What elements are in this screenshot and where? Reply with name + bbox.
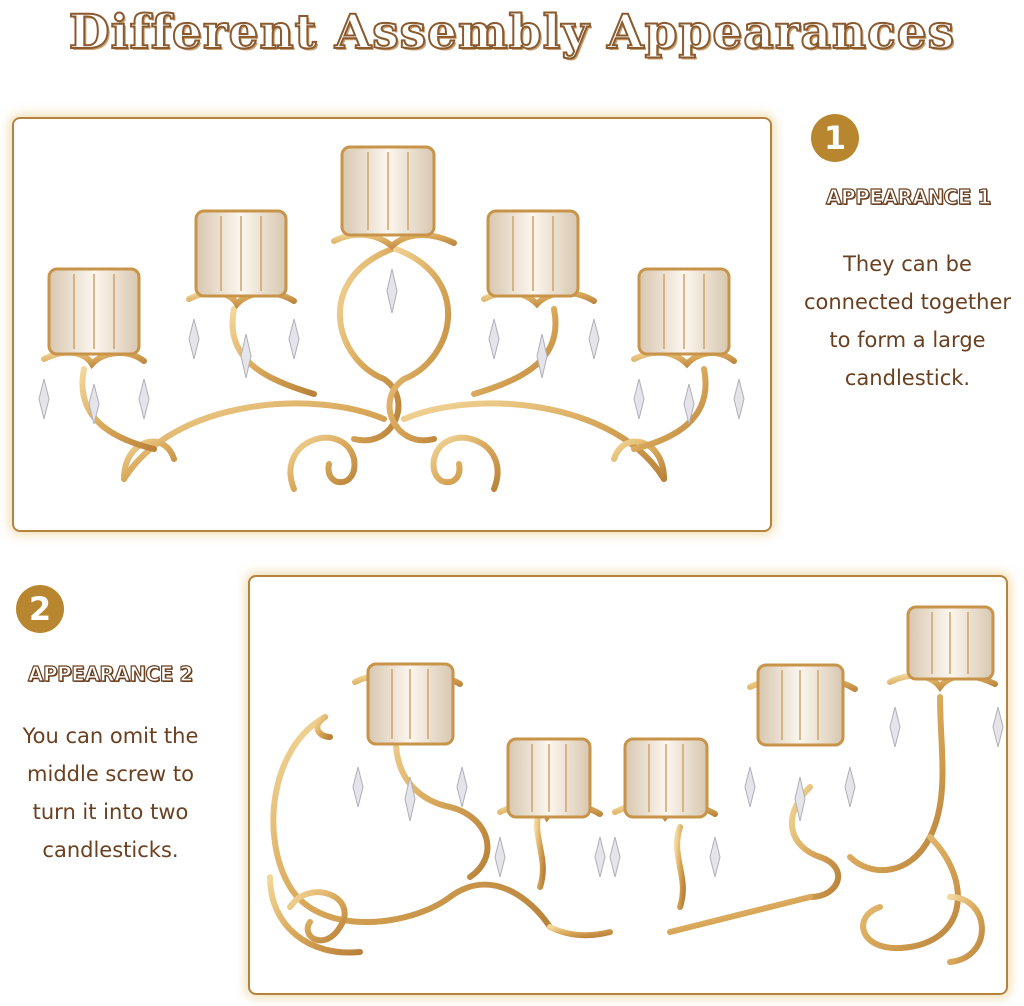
appearance-2-line: middle screw to <box>27 762 194 786</box>
appearance-1-line: candlestick. <box>844 366 971 390</box>
appearance-1-line: to form a large <box>829 328 986 352</box>
appearance-1-label: APPEARANCE 1 <box>825 184 991 209</box>
appearance-2-label: APPEARANCE 2 <box>27 661 193 686</box>
two-candelabras-illustration <box>267 605 1004 965</box>
page-title: Different Assembly Appearances <box>68 4 956 61</box>
appearance-1-line: connected together <box>803 290 1012 314</box>
five-arm-candelabra-illustration <box>38 145 745 492</box>
appearance-1-image-panel <box>12 117 772 532</box>
appearance-1-description: They can be connected together to form a… <box>795 245 1020 397</box>
appearance-2-description: You can omit the middle screw to turn it… <box>8 717 213 869</box>
appearance-2-line: turn it into two <box>32 800 189 824</box>
appearance-1-number-badge: 1 <box>811 114 859 162</box>
appearance-1-line: They can be <box>843 252 972 276</box>
appearance-2-line: candlesticks. <box>42 838 179 862</box>
appearance-2-number-badge: 2 <box>16 585 64 633</box>
appearance-2-line: You can omit the <box>22 724 199 748</box>
appearance-2-image-panel <box>248 575 1008 995</box>
